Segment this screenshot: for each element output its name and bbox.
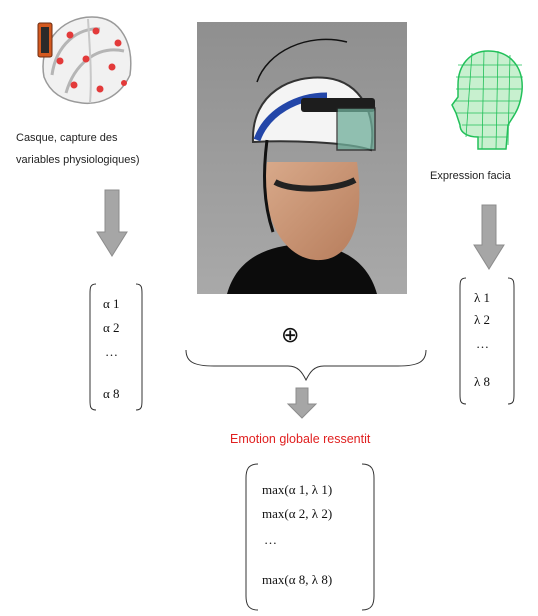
eeg-helmet-image (37, 16, 132, 105)
left-down-arrow (96, 189, 128, 257)
alpha-2: α 2 (103, 320, 120, 335)
lambda-ellipsis: … (476, 336, 489, 351)
alpha-8: α 8 (103, 386, 120, 401)
result-vector-brackets (245, 463, 375, 611)
face-mesh-image (451, 50, 523, 150)
lambda-1: λ 1 (474, 290, 491, 305)
combine-brace (185, 349, 427, 382)
right-down-arrow (473, 204, 505, 270)
max-row-1: max(α 1, λ 1) (262, 482, 333, 497)
person-headset-photo (197, 22, 407, 294)
max-row-8: max(α 8, λ 8) (262, 572, 333, 587)
face-caption: Expression facia (430, 170, 511, 182)
helmet-caption-line1: Casque, capture des (16, 132, 118, 144)
lambda-8: λ 8 (474, 374, 491, 389)
alpha-1: α 1 (103, 296, 120, 311)
lambda-2: λ 2 (474, 312, 491, 327)
helmet-caption-line2: variables physiologiques) (16, 154, 140, 166)
alpha-ellipsis: … (105, 344, 118, 359)
center-down-arrow (286, 387, 318, 419)
right-vector-brackets (459, 277, 515, 405)
max-row-ellipsis: … (264, 532, 277, 547)
result-label: Emotion globale ressentit (230, 432, 371, 446)
oplus-symbol: ⊕ (281, 323, 300, 348)
max-row-2: max(α 2, λ 2) (262, 506, 333, 521)
left-vector-brackets (89, 283, 143, 411)
